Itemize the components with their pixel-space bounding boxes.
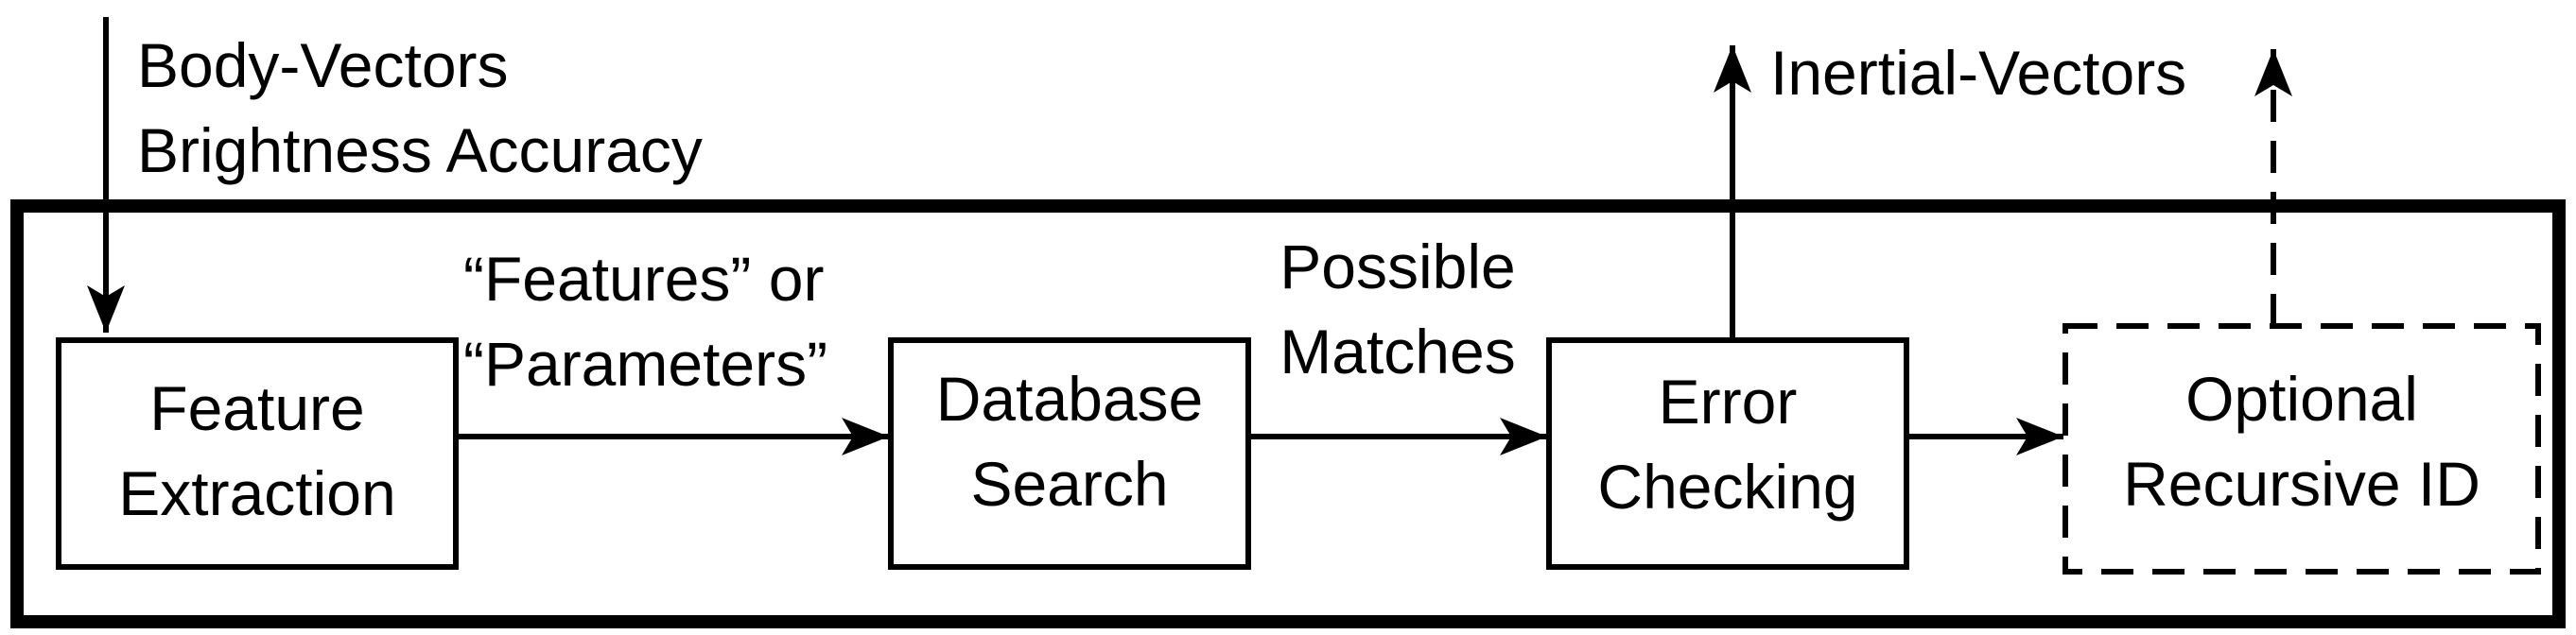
features-label-line1: “Features” or [463, 244, 824, 314]
input-label-line1: Body-Vectors [137, 30, 509, 100]
optional-recursive-id-block [2063, 323, 2541, 575]
system-frame [10, 199, 2566, 628]
error-checking-label-line2: Checking [1597, 452, 1857, 522]
optional-recursive-id-label-line1: Optional [2185, 364, 2418, 434]
feature-extraction-label-line1: Feature [149, 373, 364, 443]
matches-label-line2: Matches [1279, 317, 1515, 386]
error-checking-label-line1: Error [1659, 367, 1798, 437]
matches-label-line1: Possible [1279, 232, 1515, 301]
input-label-line2: Brightness Accuracy [137, 115, 703, 185]
database-search-block [888, 337, 1251, 570]
optional-recursive-id-label-line2: Recursive ID [2123, 449, 2480, 519]
feature-extraction-block [56, 337, 459, 570]
error-checking-block [1546, 337, 1909, 570]
database-search-label-line1: Database [936, 364, 1204, 434]
features-label-line2: “Parameters” [463, 329, 827, 399]
output-label: Inertial-Vectors [1770, 38, 2186, 108]
feature-extraction-label-line2: Extraction [118, 458, 395, 528]
database-search-label-line2: Search [970, 449, 1168, 519]
